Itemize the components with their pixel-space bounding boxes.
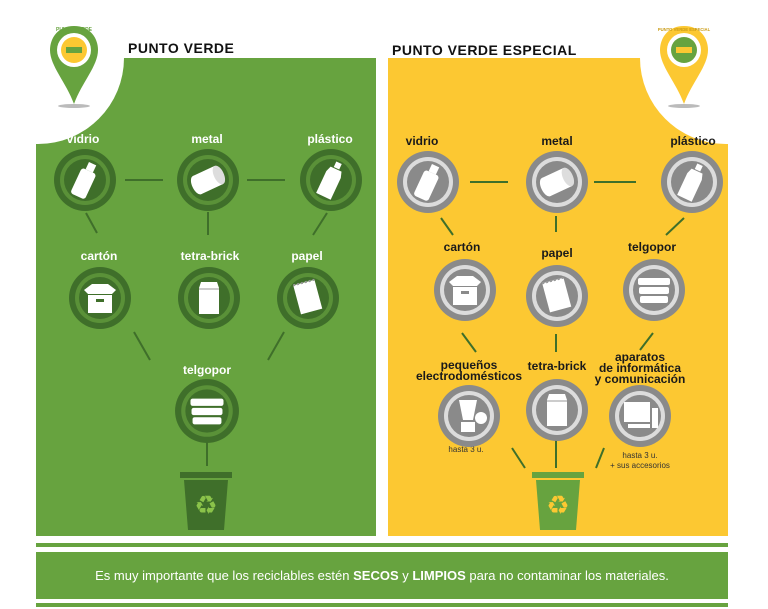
box-icon: [69, 267, 131, 329]
label-tetra-brick-especial: tetra-brick: [527, 359, 587, 373]
foam-tray-icon: [623, 259, 685, 321]
punto-verde-title: PUNTO VERDE: [128, 40, 235, 56]
banner-part2: y: [398, 568, 413, 583]
label-aparatos-informatica: aparatos de informática y comunicación: [594, 350, 686, 386]
divider-bar: [36, 543, 728, 547]
banner-secos: SECOS: [353, 568, 399, 583]
label-tetra-brick: tetra-brick: [180, 249, 240, 263]
recycle-bin-icon: ♻: [180, 472, 232, 530]
label-aparatos-line1: aparatos: [614, 350, 666, 364]
label-plastico: plástico: [307, 132, 353, 146]
can-icon: [177, 149, 239, 211]
foam-tray-icon: [175, 379, 239, 443]
label-papel-especial: papel: [541, 246, 573, 260]
punto-verde-especial-title: PUNTO VERDE ESPECIAL: [392, 42, 577, 58]
carton-icon: [526, 379, 588, 441]
limit-aparatos-line1: hasta 3 u.: [622, 451, 658, 460]
svg-text:♻: ♻: [546, 491, 569, 521]
label-pequenos-line2: electrodomésticos: [415, 369, 523, 383]
punto-verde-pin-icon: PUNTO VERDE: [50, 26, 98, 108]
label-plastico-especial: plástico: [670, 134, 716, 148]
svg-text:♻: ♻: [194, 491, 217, 521]
punto-verde-especial-pin-icon: PUNTO VERDE ESPECIAL: [658, 26, 711, 108]
box-icon: [434, 259, 496, 321]
paper-icon: [277, 267, 339, 329]
label-carton: cartón: [80, 249, 118, 263]
label-telgopor-especial: telgopor: [628, 240, 676, 254]
label-aparatos-line3: y comunicación: [594, 372, 686, 386]
label-papel: papel: [291, 249, 323, 263]
limit-aparatos-line2: + sus accesorios: [610, 461, 670, 470]
paper-icon: [526, 265, 588, 327]
banner-part3: para no contaminar los materiales.: [465, 568, 669, 583]
plastic-bottle-icon: [300, 149, 362, 211]
info-banner: Es muy importante que los reciclables es…: [36, 552, 728, 599]
label-telgopor: telgopor: [183, 363, 231, 377]
computer-icon: [609, 385, 671, 447]
limit-pequenos: hasta 3 u.: [448, 445, 484, 454]
banner-part1: Es muy importante que los reciclables es…: [95, 568, 354, 583]
banner-limpios: LIMPIOS: [412, 568, 466, 583]
limit-aparatos: hasta 3 u. + sus accesorios: [610, 451, 670, 471]
label-carton-especial: cartón: [443, 240, 481, 254]
blender-icon: [438, 385, 500, 447]
plastic-bottle-icon: [661, 151, 723, 213]
can-icon: [526, 151, 588, 213]
carton-icon: [178, 267, 240, 329]
label-metal: metal: [191, 132, 223, 146]
divider-bar-bottom: [36, 603, 728, 607]
svg-text:PUNTO VERDE: PUNTO VERDE: [56, 27, 93, 33]
label-pequenos-electrodomesticos: pequeños electrodomésticos: [415, 358, 523, 383]
label-pequenos-line1: pequeños: [440, 358, 498, 372]
svg-text:PUNTO VERDE ESPECIAL: PUNTO VERDE ESPECIAL: [658, 27, 711, 32]
label-aparatos-line2: de informática: [598, 361, 682, 375]
bottle-icon: [54, 149, 116, 211]
label-metal-especial: metal: [541, 134, 573, 148]
recycle-bin-icon: ♻: [532, 472, 584, 530]
banner-text: Es muy importante que los reciclables es…: [95, 568, 669, 583]
label-vidrio: vidrio: [66, 132, 100, 146]
bottle-icon: [397, 151, 459, 213]
label-vidrio-especial: vidrio: [405, 134, 439, 148]
